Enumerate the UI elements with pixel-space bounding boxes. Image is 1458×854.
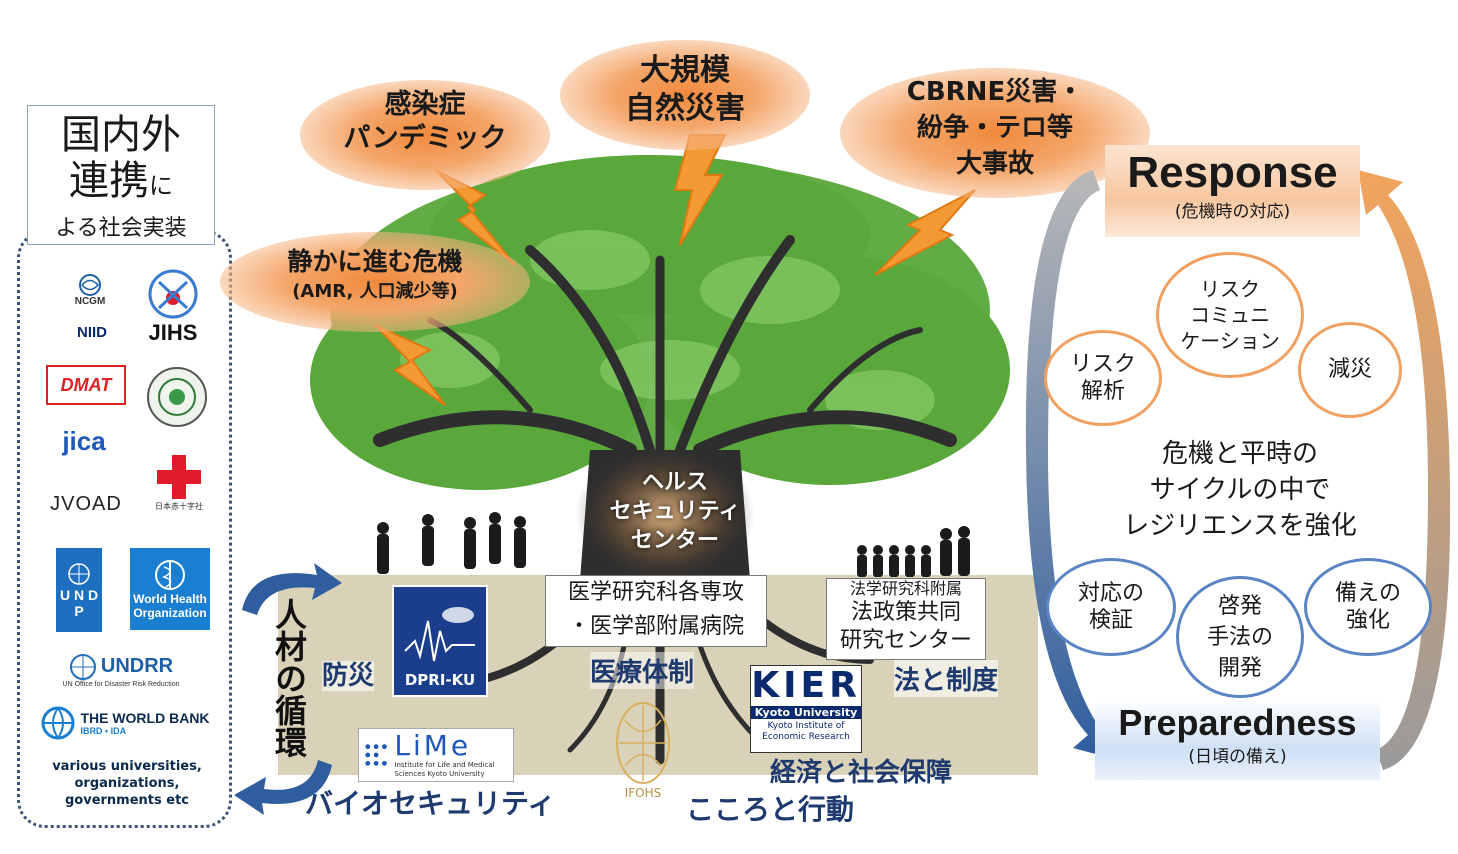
partners-title-line2: 連携 [69,158,149,204]
preparedness-box: Preparedness (日頃の備え) [1095,700,1380,780]
verification-circle: 対応の検証 [1046,558,1176,656]
red-cross-icon [157,454,201,499]
medical-system-label: 医療体制 [590,652,695,689]
un-emblem-icon [68,563,90,585]
human-resources-label: 人材の循環 [270,598,308,758]
preparedness-title: Preparedness [1118,702,1357,743]
cbrne-bubble [840,68,1150,198]
law-system-label: 法と制度 [894,660,999,697]
who-logo: World Health Organization [130,548,210,630]
world-bank-logo: THE WORLD BANK IBRD • IDA [30,702,220,744]
ncgm-emblem-icon [79,273,101,296]
partners-title-box: 国内外 連携に よる社会実装 [27,105,215,245]
strengthen-preparedness-circle: 備えの強化 [1304,558,1432,656]
medical-school-box: 医学研究科各専攻 ・医学部附属病院 [545,575,767,647]
ifohs-logo: IFOHS [610,700,676,810]
jihs-emblem-icon [148,269,198,319]
center-glow [575,445,755,585]
niph-seal [145,365,209,429]
disaster-line1: 大規模 [640,53,730,88]
mitigation-circle: 減災 [1298,322,1402,418]
dpri-logo: DPRI-KU [392,585,488,697]
people-silhouettes-right [857,526,970,577]
silent-crisis-sub: (AMR, 人口減少等) [292,281,458,302]
bousai-label: 防災 [322,661,375,691]
jvoad-logo: JVOAD [50,492,122,515]
silent-crisis-bubble [220,232,530,332]
method-development-circle: 啓発手法の開発 [1176,576,1304,698]
economy-label: 経済と社会保障 [770,758,953,788]
response-box: Response (危機時の対応) [1105,145,1360,237]
law-center-box: 法学研究科附属 法政策共同 研究センター [826,578,986,660]
partners-title-particle: に [149,172,173,200]
partners-footer: various universities, organizations, gov… [52,759,202,808]
kier-logo: KIER Kyoto University Kyoto Institute of… [750,665,862,753]
mind-behavior-label: こころと行動 [686,793,855,826]
ifohs-emblem-icon [616,702,670,784]
ncgm-logo: NCGM [60,268,120,312]
pandemic-bubble [300,80,550,190]
cbrne-line1: CBRNE災害・ [906,77,1084,107]
people-silhouettes-left [377,512,526,574]
who-emblem-icon [155,560,185,591]
natural-disaster-bubble [560,40,810,150]
pandemic-line2: パンデミック [343,123,507,154]
response-sub: (危機時の対応) [1174,202,1291,222]
molecule-icon [365,744,387,766]
world-bank-globe-icon [41,706,75,740]
seismograph-icon [404,607,475,662]
biosecurity-label: バイオセキュリティ [305,787,556,820]
preparedness-sub: (日頃の備え) [1188,747,1287,767]
lightning-bolt-icon [874,189,976,276]
undp-logo: U N D P [56,548,102,632]
pandemic-line1: 感染症 [384,89,466,120]
niid-logo: NIID [77,323,107,341]
disaster-line2: 自然災害 [625,91,745,126]
health-security-center-label: ヘルス セキュリティ センター [609,470,741,553]
risk-communication-circle: リスクコミュニケーション [1156,252,1304,378]
undrr-emblem-icon [69,653,96,680]
risk-analysis-circle: リスク解析 [1044,330,1162,426]
niph-emblem-icon [147,367,207,427]
response-title: Response [1127,148,1338,197]
lime-logo: LiMe Institute for Life and Medical Scie… [358,728,514,782]
lightning-bolt-icon [374,324,446,406]
partners-title-line1: 国内外 [61,112,181,158]
cbrne-line2: 紛争・テロ等 [916,113,1073,143]
dmat-logo: DMAT [46,365,126,405]
cycle-center-text: 危機と平時の サイクルの中で レジリエンスを強化 [1123,439,1357,541]
circulation-arrows [234,563,342,815]
cbrne-line3: 大事故 [955,149,1034,179]
silent-crisis-title: 静かに進む危機 [287,247,463,276]
partners-title-line3: よる社会実装 [55,216,187,241]
undrr-logo: UNDRR UN Office for Disaster Risk Reduct… [46,648,196,692]
jica-logo: jica [62,425,106,456]
jihs-logo: JIHS [140,262,206,352]
japan-red-cross-logo: 日本赤十字社 [150,450,208,514]
